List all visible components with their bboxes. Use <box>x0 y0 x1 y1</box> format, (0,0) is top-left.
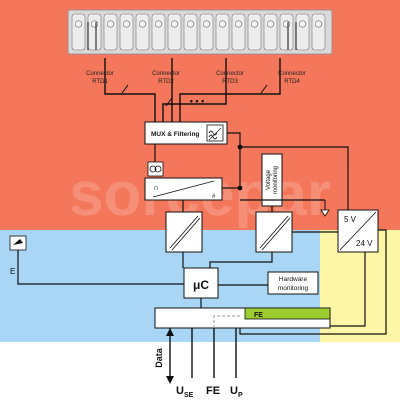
current-source-symbol: ∩ <box>153 183 159 192</box>
fe-label: FE <box>206 385 220 397</box>
use-sub: SE <box>184 392 194 399</box>
current-source-icon <box>147 161 164 177</box>
terminal-screw <box>91 20 99 28</box>
terminal-screw <box>235 20 243 28</box>
connector-rtd3-top: Connector <box>216 71 244 77</box>
hardware-monitoring-line2: monitoring <box>278 285 309 292</box>
psu-bottom-label: 24 V <box>356 239 373 248</box>
terminal-clamp <box>215 13 230 51</box>
terminal-screw <box>282 20 290 28</box>
terminal-clamp <box>279 13 294 51</box>
isolator-left <box>165 211 203 253</box>
connector-rtd2-top: Connector <box>152 71 180 77</box>
adc-marker: # <box>212 194 216 200</box>
terminal-screw <box>203 20 211 28</box>
fe-box: FE <box>244 307 331 320</box>
eye-sensor-icon <box>9 235 27 251</box>
terminal-clamp <box>151 13 166 51</box>
psu-top-label: 5 V <box>344 215 357 224</box>
terminal-clamp <box>199 13 214 51</box>
connector-rtd1-bottom: RTD1 <box>92 79 108 85</box>
connector-rtd3: Connector RTD3 <box>216 71 244 85</box>
connector-rtd3-bottom: RTD3 <box>222 79 238 85</box>
connector-rtd4-top: Connector <box>278 71 306 77</box>
connector-rtd1: Connector RTD1 <box>86 71 114 85</box>
terminal-screw <box>123 20 131 28</box>
mux-filtering-block: MUX & Filtering <box>144 121 228 145</box>
terminal-screw <box>139 20 147 28</box>
data-label: Data <box>154 347 164 368</box>
hardware-monitoring-line1: Hardware <box>279 276 308 283</box>
connector-rtd1-top: Connector <box>86 71 114 77</box>
terminal-screw <box>75 20 83 28</box>
terminal-clamp <box>167 13 182 51</box>
terminal-screw <box>155 20 163 28</box>
connector-rtd4: Connector RTD4 <box>278 71 306 85</box>
adc-block: ∩ # <box>144 177 223 201</box>
voltage-monitoring-line2: monitoring <box>273 166 279 194</box>
hardware-monitoring-block: Hardware monitoring <box>267 271 319 295</box>
terminal-clamp <box>183 13 198 51</box>
data-arrows <box>166 328 174 384</box>
connector-rtd4-bottom: RTD4 <box>284 79 300 85</box>
isolator-right <box>255 211 293 253</box>
terminal-screw <box>171 20 179 28</box>
use-label: USE <box>176 385 194 399</box>
power-supply-block: 5 V 24 V <box>337 209 379 253</box>
terminal-clamp <box>231 13 246 51</box>
terminal-screw <box>219 20 227 28</box>
fe-box-label: FE <box>254 312 263 319</box>
microcontroller-block: μC <box>183 267 219 299</box>
e-label: E <box>10 267 15 276</box>
rtd-bus-wires <box>87 22 297 122</box>
terminal-clamp <box>103 13 118 51</box>
connector-rtd2: Connector RTD2 <box>152 71 180 85</box>
filter-icon <box>206 124 224 142</box>
terminal-screw <box>187 20 195 28</box>
voltage-monitoring-block: Voltage monitoring <box>261 153 283 207</box>
use-main: U <box>176 385 184 397</box>
terminal-clamp <box>71 13 86 51</box>
microcontroller-label: μC <box>193 278 209 292</box>
ground-triangle-icon <box>320 200 330 217</box>
voltage-monitoring-line1: Voltage <box>266 169 272 190</box>
up-label: UP <box>230 385 243 399</box>
connector-rtd2-bottom: RTD2 <box>158 79 174 85</box>
terminal-screw <box>266 20 274 28</box>
terminal-clamp <box>247 13 262 51</box>
terminal-screw <box>314 20 322 28</box>
terminal-clamp <box>119 13 134 51</box>
terminal-clamp <box>311 13 326 51</box>
terminal-screw <box>298 20 306 28</box>
mux-label: MUX & Filtering <box>151 131 199 138</box>
terminal-screw <box>251 20 259 28</box>
up-sub: P <box>238 392 243 399</box>
terminal-clamp <box>135 13 150 51</box>
ellipsis: • • • <box>190 96 204 106</box>
up-main: U <box>230 385 238 397</box>
terminal-clamp <box>87 13 102 51</box>
terminal-clamp <box>263 13 278 51</box>
terminal-screw <box>107 20 115 28</box>
terminal-strip <box>67 9 333 55</box>
terminal-clamp <box>295 13 310 51</box>
